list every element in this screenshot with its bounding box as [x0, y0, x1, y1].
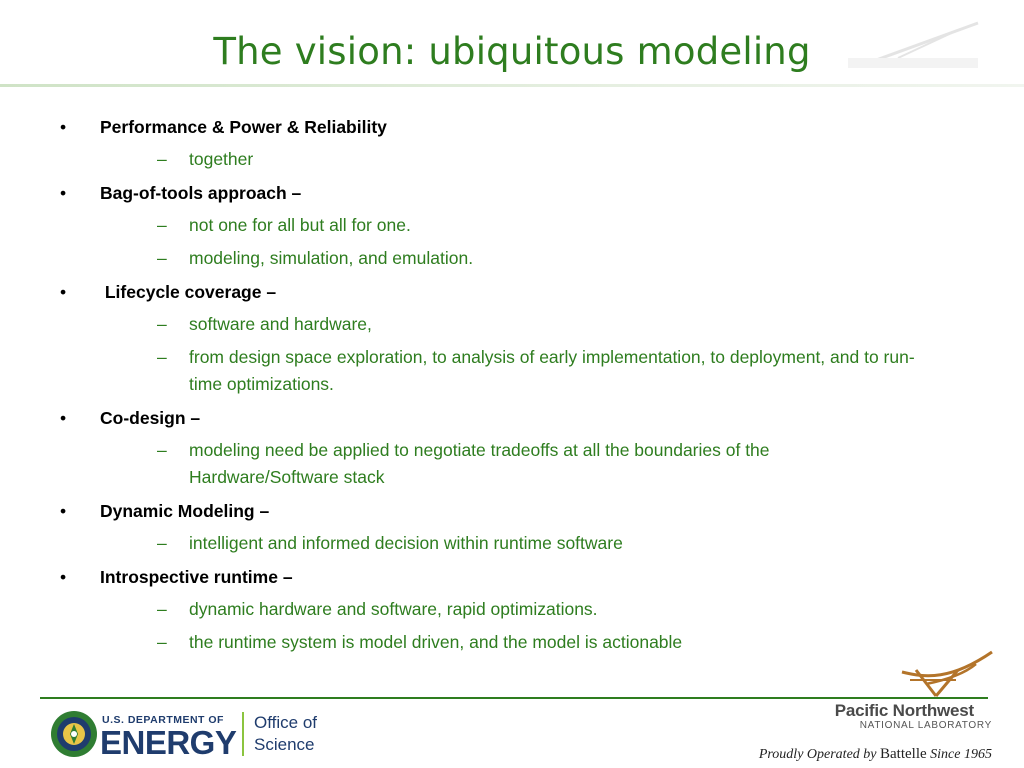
operated-suffix: Since 1965 — [926, 747, 992, 762]
sub-dash: – — [157, 149, 167, 169]
bullet-item: • Co-design – – modeling need be applied … — [56, 405, 976, 491]
sub-bullet-text: modeling need be applied to negotiate tr… — [189, 440, 770, 487]
bullet-list: • Performance & Power & Reliability – tog… — [56, 114, 976, 656]
sub-bullet-item: – modeling, simulation, and emulation. — [100, 245, 919, 272]
watermark-icon — [838, 18, 988, 78]
bullet-item: • Dynamic Modeling – – intelligent and in… — [56, 498, 976, 557]
sub-bullet-item: – together — [100, 146, 919, 173]
sub-bullet-item: – dynamic hardware and software, rapid op… — [100, 596, 919, 623]
sub-bullet-item: – the runtime system is model driven, and… — [100, 629, 919, 656]
sub-bullet-item: – from design space exploration, to analy… — [100, 344, 919, 398]
bullet-dot: • — [60, 183, 67, 203]
sub-bullet-item: – not one for all but all for one. — [100, 212, 919, 239]
bullet-label: Bag-of-tools approach – — [100, 183, 302, 203]
bullet-dot: • — [60, 282, 67, 302]
doe-energy-label: ENERGY — [100, 724, 237, 761]
pnnl-name: Pacific Northwest — [834, 701, 974, 720]
operated-prefix: Proudly Operated by — [758, 747, 881, 762]
bullet-item: • Bag-of-tools approach – – not one for a… — [56, 180, 976, 272]
sub-bullet-item: – software and hardware, — [100, 311, 919, 338]
sub-dash: – — [157, 440, 167, 460]
sub-bullet-text: not one for all but all for one. — [189, 215, 411, 235]
sub-dash: – — [157, 314, 167, 334]
bullet-label: Performance & Power & Reliability — [100, 117, 387, 137]
sub-bullet-text: together — [189, 149, 254, 169]
office-line-2: Science — [254, 735, 315, 754]
doe-seal-icon — [51, 711, 97, 757]
sub-bullet-item: – intelligent and informed decision withi… — [100, 530, 919, 557]
slide-title: The vision: ubiquitous modeling — [213, 30, 811, 73]
bullet-dot: • — [60, 567, 67, 587]
bullet-dot: • — [60, 408, 67, 428]
bullet-label: Dynamic Modeling – — [100, 501, 270, 521]
title-divider — [0, 84, 1024, 87]
operated-by-tagline: Proudly Operated by Battelle Since 1965 — [759, 746, 992, 763]
doe-department-label: U.S. DEPARTMENT OF — [102, 714, 224, 726]
sub-bullet-text: dynamic hardware and software, rapid opt… — [189, 599, 598, 619]
bullet-label: Co-design – — [100, 408, 201, 428]
sub-bullet-text: the runtime system is model driven, and … — [189, 632, 683, 652]
bullet-dot: • — [60, 501, 67, 521]
bullet-label: Introspective runtime – — [100, 567, 293, 587]
battelle-name: Battelle — [880, 746, 927, 762]
bullet-item: • Lifecycle coverage – – software and har… — [56, 279, 976, 398]
sub-dash: – — [157, 248, 167, 268]
sub-dash: – — [157, 533, 167, 553]
sub-bullet-text: software and hardware, — [189, 314, 372, 334]
pnnl-subtitle: NATIONAL LABORATORY — [859, 720, 992, 731]
sub-dash: – — [157, 347, 167, 367]
office-of-science-label: Office of Science — [254, 712, 317, 756]
sub-bullet-text: modeling, simulation, and emulation. — [189, 248, 474, 268]
sub-dash: – — [157, 215, 167, 235]
bullet-item: • Introspective runtime – – dynamic hardw… — [56, 564, 976, 656]
pnnl-logo-mark-icon — [901, 650, 993, 697]
doe-divider — [242, 712, 244, 756]
office-line-1: Office of — [254, 713, 317, 732]
sub-dash: – — [157, 632, 167, 652]
bullet-label: Lifecycle coverage – — [100, 282, 277, 302]
sub-bullet-item: – modeling need be applied to negotiate t… — [100, 437, 919, 491]
bullet-dot: • — [60, 117, 67, 137]
sub-bullet-text: from design space exploration, to analys… — [189, 347, 915, 394]
sub-bullet-text: intelligent and informed decision within… — [189, 533, 623, 553]
footer-divider — [40, 697, 988, 699]
bullet-item: • Performance & Power & Reliability – tog… — [56, 114, 976, 173]
sub-dash: – — [157, 599, 167, 619]
